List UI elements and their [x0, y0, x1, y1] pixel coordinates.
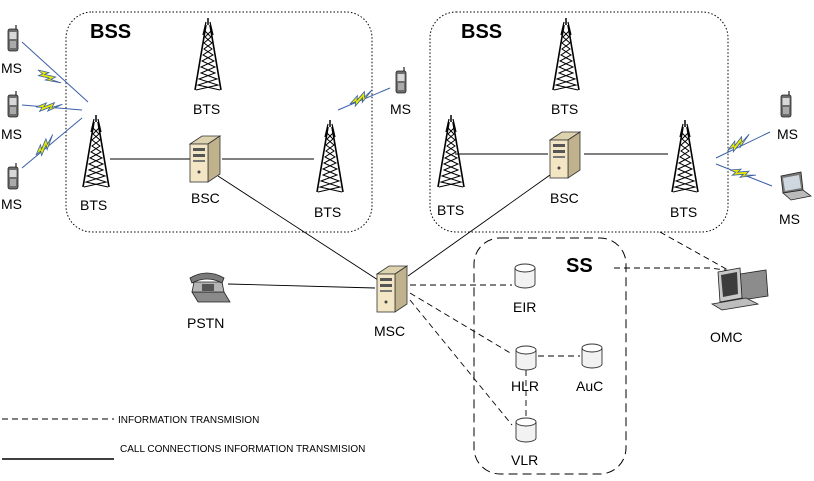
phone-icon	[7, 90, 19, 118]
ss-title: SS	[566, 255, 593, 277]
bts-label: BTS	[314, 204, 341, 220]
laptop-icon	[780, 171, 812, 201]
phone-icon	[7, 162, 19, 190]
bts-tower-icon	[82, 114, 110, 188]
legend-dashed-text: INFORMATION TRANSMISION	[118, 415, 259, 426]
msc-label: MSC	[374, 323, 405, 339]
bts-label: BTS	[551, 101, 578, 117]
ms-label: MS	[779, 211, 800, 227]
bts-tower-icon	[552, 17, 580, 91]
eir-database-icon	[514, 263, 536, 289]
information-links	[409, 231, 741, 426]
bts-label: BTS	[80, 197, 107, 213]
pstn-label: PSTN	[187, 315, 224, 331]
bts-tower-icon	[316, 119, 344, 193]
ms-label: MS	[1, 60, 22, 76]
bts-tower-icon	[437, 114, 465, 188]
ms-label: MS	[777, 126, 798, 142]
bss-right-title: BSS	[461, 21, 502, 43]
bsc-server-icon	[189, 135, 221, 183]
telephone-icon	[189, 272, 231, 303]
legend-solid-text: CALL CONNECTIONS INFORMATION TRANSMISION	[120, 444, 365, 455]
ms-label: MS	[1, 126, 22, 142]
bss-left-title: BSS	[90, 21, 131, 43]
auc-label: AuC	[576, 378, 603, 394]
bsc-server-icon	[549, 131, 581, 179]
vlr-database-icon	[515, 417, 537, 443]
bss-left-box	[65, 11, 373, 233]
bts-tower-icon	[671, 119, 699, 193]
ss-box	[473, 237, 627, 475]
radio-links	[21, 41, 773, 187]
hlr-label: HLR	[511, 378, 539, 394]
bts-label: BTS	[670, 204, 697, 220]
bts-label: BTS	[437, 202, 464, 218]
bss-right-box	[429, 11, 729, 233]
omc-label: OMC	[710, 329, 743, 345]
vlr-label: VLR	[511, 452, 538, 468]
bsc-label: BSC	[191, 190, 220, 206]
eir-label: EIR	[513, 299, 536, 315]
phone-icon	[395, 66, 407, 94]
omc-workstation-icon	[710, 267, 769, 311]
call-connection-links	[110, 153, 668, 289]
phone-icon	[7, 24, 19, 52]
bsc-label: BSC	[550, 190, 579, 206]
msc-server-icon	[376, 265, 408, 313]
ms-label: MS	[1, 196, 22, 212]
phone-icon	[780, 90, 792, 118]
auc-database-icon	[581, 343, 603, 369]
hlr-database-icon	[515, 345, 537, 371]
bts-label: BTS	[193, 101, 220, 117]
bts-tower-icon	[194, 17, 222, 91]
ms-label: MS	[390, 101, 411, 117]
